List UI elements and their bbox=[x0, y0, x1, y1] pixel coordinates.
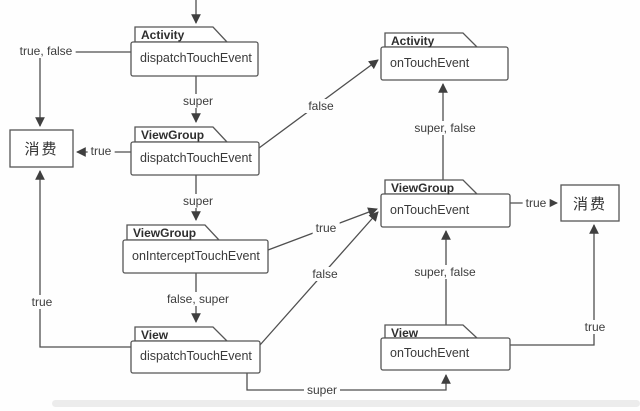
edge-label-super-bottom: super bbox=[303, 383, 341, 397]
folder-body-activity-dispatch bbox=[130, 41, 259, 77]
edge-label-false-super: false, super bbox=[163, 292, 233, 306]
node-viewgroup-dispatch-method: dispatchTouchEvent bbox=[140, 151, 252, 165]
edge-true-view-ontouch-to-consume bbox=[510, 224, 599, 346]
edge-label-super-false-upper: super, false bbox=[411, 121, 479, 135]
node-viewgroup-intercept-title: ViewGroup bbox=[133, 226, 197, 240]
node-activity-dispatch-method: dispatchTouchEvent bbox=[140, 51, 252, 65]
edge-super-view-dispatch-to-view-ontouch bbox=[246, 373, 451, 391]
node-activity-ontouch-title: Activity bbox=[391, 34, 435, 48]
edge-label-true-false: true, false bbox=[16, 44, 76, 58]
folder-body-view-dispatch bbox=[130, 340, 261, 374]
bottom-shadow-strip bbox=[52, 400, 640, 407]
consume-left-rect bbox=[9, 129, 74, 168]
edge-label-super-false-lower: super, false bbox=[411, 265, 479, 279]
node-view-dispatch-method: dispatchTouchEvent bbox=[140, 349, 252, 363]
folder-body-viewgroup-intercept bbox=[122, 239, 269, 274]
edge-true-false-activity-to-consume bbox=[35, 51, 131, 127]
edge-label-super-mid: super bbox=[179, 194, 217, 208]
node-activity-ontouch-method: onTouchEvent bbox=[390, 56, 470, 70]
node-activity-dispatch-title: Activity bbox=[141, 28, 185, 42]
edge-true-view-to-consume-left bbox=[35, 170, 131, 348]
node-viewgroup-ontouch-method: onTouchEvent bbox=[390, 203, 470, 217]
edge-layer bbox=[35, 0, 599, 391]
edge-label-true-consume-right: true bbox=[522, 196, 550, 210]
edge-label-true-right-lower: true bbox=[581, 320, 609, 334]
node-viewgroup-ontouch-title: ViewGroup bbox=[391, 181, 455, 195]
consume-left-label: 消费 bbox=[24, 141, 59, 158]
consume-right-rect bbox=[560, 184, 620, 222]
folder-body-viewgroup-dispatch bbox=[130, 141, 260, 176]
edge-label-true-to-vg-ontouch: true bbox=[312, 221, 340, 235]
edge-label-false-to-activity: false bbox=[305, 99, 337, 113]
node-shape-layer bbox=[9, 26, 620, 374]
edge-label-super-top: super bbox=[179, 94, 217, 108]
folder-body-view-ontouch bbox=[380, 337, 511, 371]
folder-body-activity-ontouch bbox=[380, 46, 509, 81]
edge-label-true-far-left: true bbox=[28, 295, 56, 309]
node-view-ontouch-method: onTouchEvent bbox=[390, 346, 470, 360]
node-viewgroup-intercept-method: onInterceptTouchEvent bbox=[132, 249, 260, 263]
folder-body-viewgroup-ontouch bbox=[380, 193, 511, 228]
node-viewgroup-dispatch-title: ViewGroup bbox=[141, 128, 205, 142]
edge-label-true-consume-left: true bbox=[87, 144, 115, 158]
edge-label-false-to-vg-ontouch: false bbox=[309, 267, 341, 281]
consume-right-label: 消费 bbox=[572, 195, 607, 213]
node-view-dispatch-title: View bbox=[141, 328, 169, 342]
node-view-ontouch-title: View bbox=[391, 326, 419, 340]
